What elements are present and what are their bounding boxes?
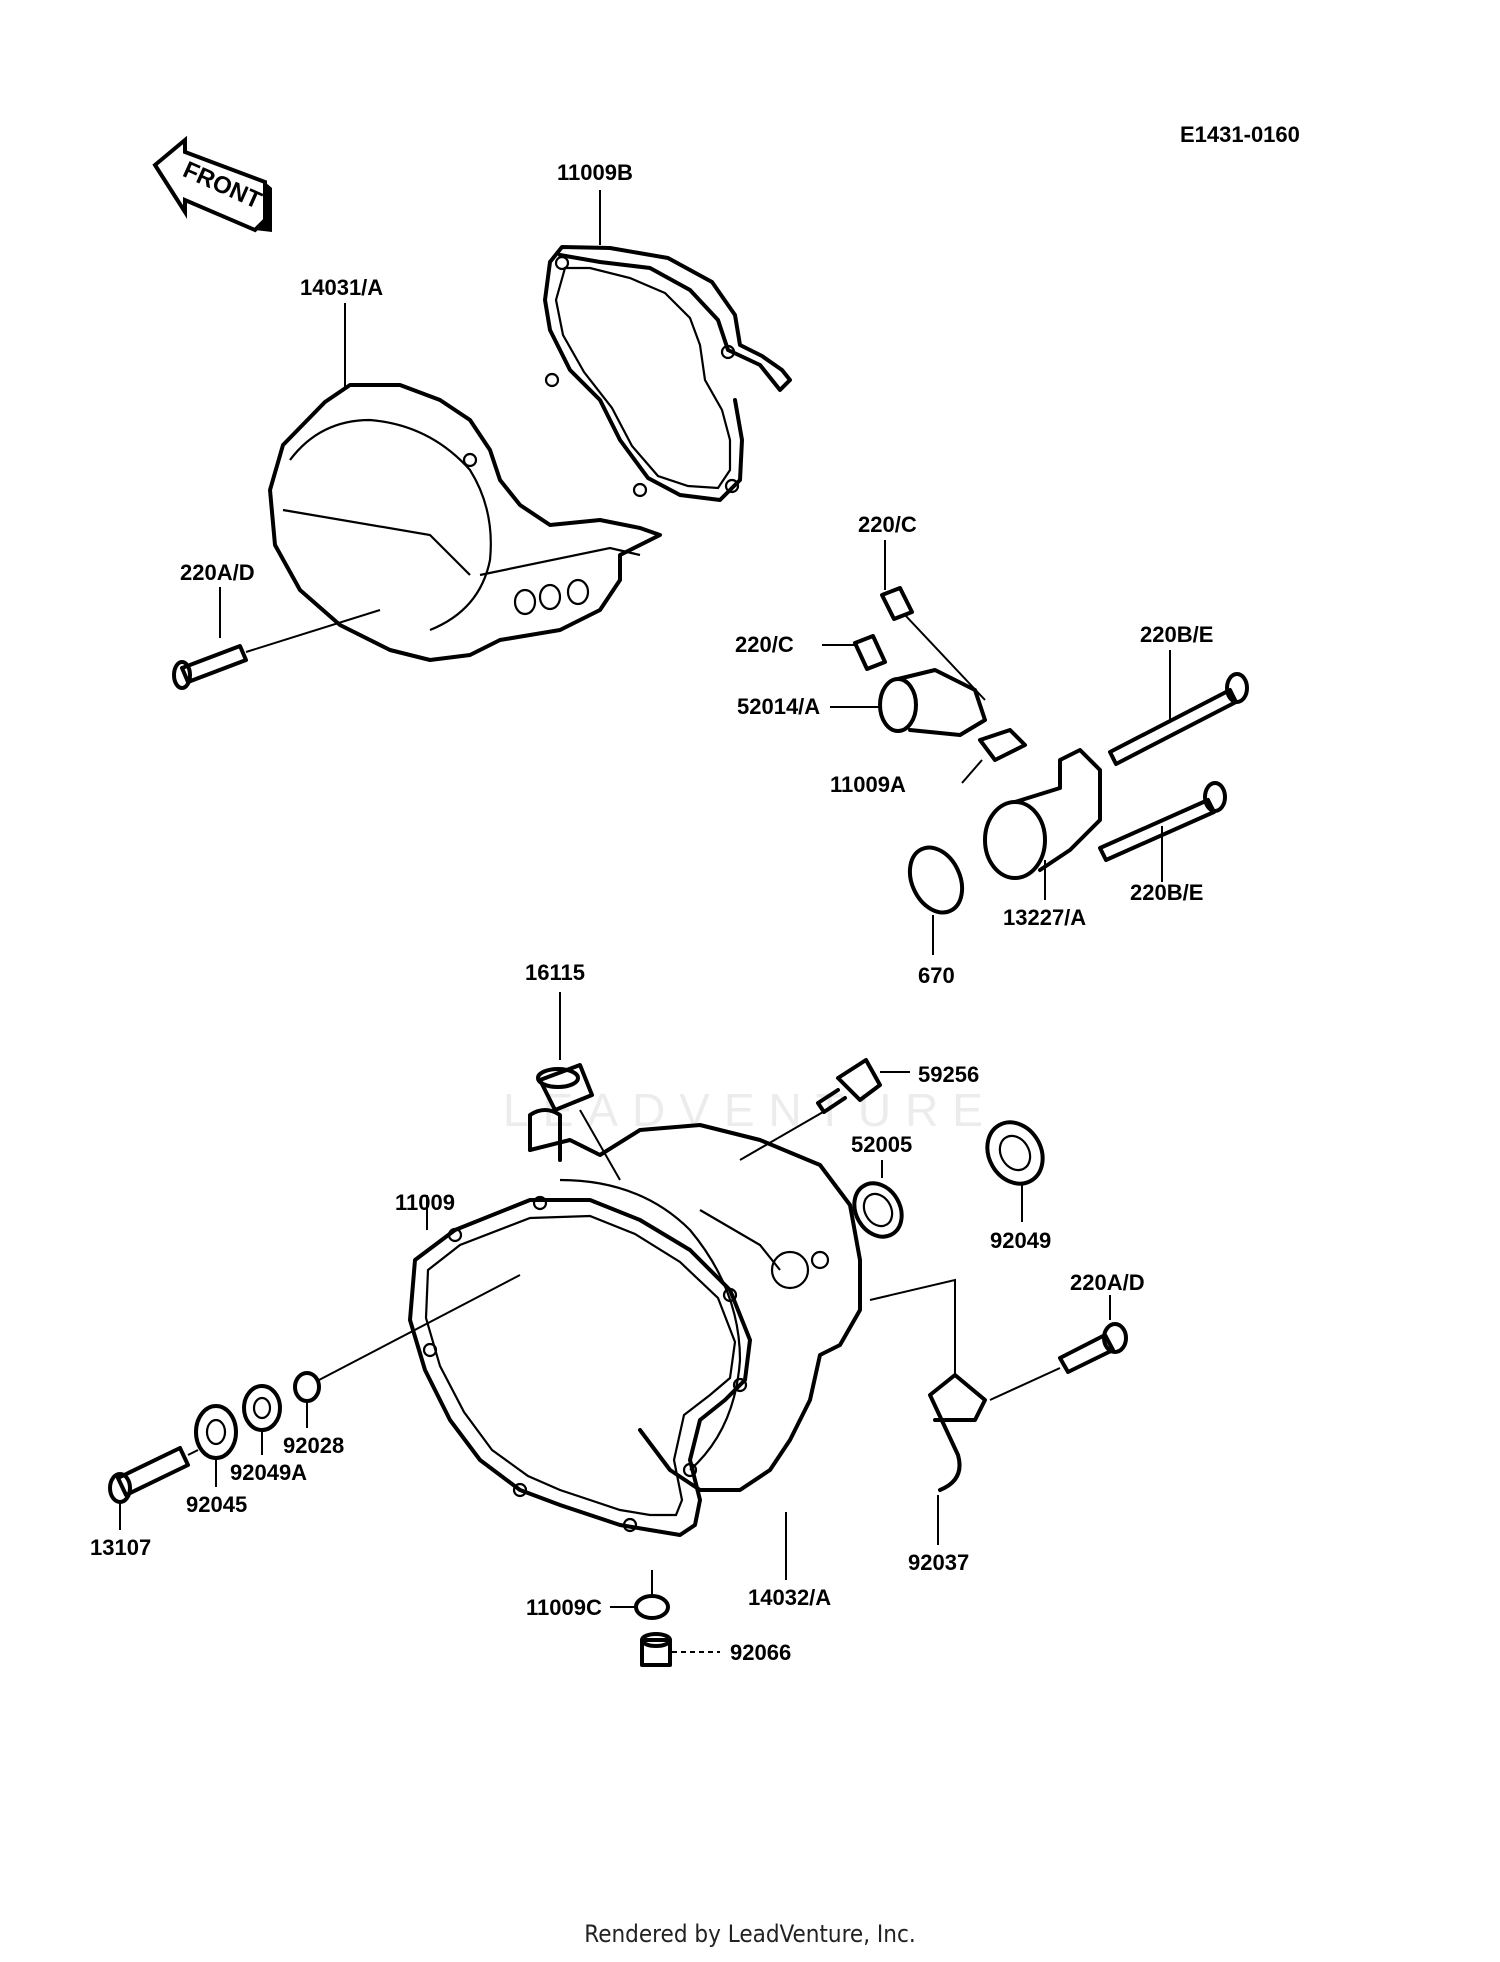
callout-220BE-upper: 220B/E	[1140, 622, 1213, 647]
bolt-220AD-lower-part	[989, 1295, 1128, 1401]
seal-92045-part	[194, 1404, 238, 1487]
watermark: LEADVENTURE	[503, 1084, 997, 1136]
gasket-11009-part	[408, 1195, 752, 1537]
sensor-59256-part	[739, 1058, 910, 1161]
callout-11009A: 11009A	[830, 772, 906, 797]
diagram-code: E1431-0160	[1180, 122, 1300, 147]
callout-670: 670	[918, 963, 955, 988]
screw-220C-upper-part	[880, 586, 986, 701]
callout-220C-lower: 220/C	[735, 632, 794, 657]
housing-13227A-part	[983, 748, 1102, 900]
callout-59256: 59256	[918, 1062, 979, 1087]
gasket-11009B-part	[543, 245, 792, 502]
screw-220C-lower-part	[822, 634, 887, 671]
callout-92049A: 92049A	[230, 1460, 307, 1485]
callout-13107: 13107	[90, 1535, 151, 1560]
callout-52005: 52005	[851, 1132, 912, 1157]
callout-13227A: 13227/A	[1003, 905, 1086, 930]
plug-92066-part	[640, 1632, 720, 1667]
cover-14031A-part	[268, 383, 662, 662]
callout-52014A: 52014/A	[737, 694, 820, 719]
wire-92037-part	[869, 1278, 987, 1545]
pipe-52014A-part	[830, 668, 987, 737]
callout-220AD-upper: 220A/D	[180, 560, 255, 585]
callout-220BE-lower: 220B/E	[1130, 880, 1203, 905]
gasket-11009A-part	[961, 728, 1027, 784]
callout-92045: 92045	[186, 1492, 247, 1517]
shaft-13107-part	[108, 1446, 199, 1530]
cap-16115-part	[536, 992, 621, 1181]
bolt-220BE-lower-part	[1098, 781, 1227, 882]
footer-credit: Rendered by LeadVenture, Inc.	[584, 1920, 916, 1948]
oring-670-part	[907, 845, 965, 955]
bearing-92049A-part	[242, 1384, 282, 1455]
callout-92028: 92028	[283, 1433, 344, 1458]
washer-11009C-part	[610, 1570, 670, 1620]
callout-14031A: 14031/A	[300, 275, 383, 300]
callout-92037: 92037	[908, 1550, 969, 1575]
bearing-92049-part	[985, 1120, 1045, 1222]
callout-11009: 11009	[395, 1190, 455, 1215]
callout-92066: 92066	[730, 1640, 791, 1665]
bolt-220AD-upper-part	[172, 587, 381, 690]
callout-92049: 92049	[990, 1228, 1051, 1253]
callout-14032A: 14032/A	[748, 1585, 831, 1610]
washer-92028-part	[293, 1274, 521, 1428]
bolt-220BE-upper-part	[1108, 650, 1249, 766]
callout-11009C: 11009C	[526, 1595, 602, 1620]
callout-16115: 16115	[525, 960, 585, 985]
callout-220AD-lower: 220A/D	[1070, 1270, 1145, 1295]
callout-11009B: 11009B	[557, 160, 633, 185]
callout-220C-upper: 220/C	[858, 512, 917, 537]
seal-52005-part	[852, 1160, 904, 1239]
front-arrow-icon: FRONT	[152, 135, 272, 233]
